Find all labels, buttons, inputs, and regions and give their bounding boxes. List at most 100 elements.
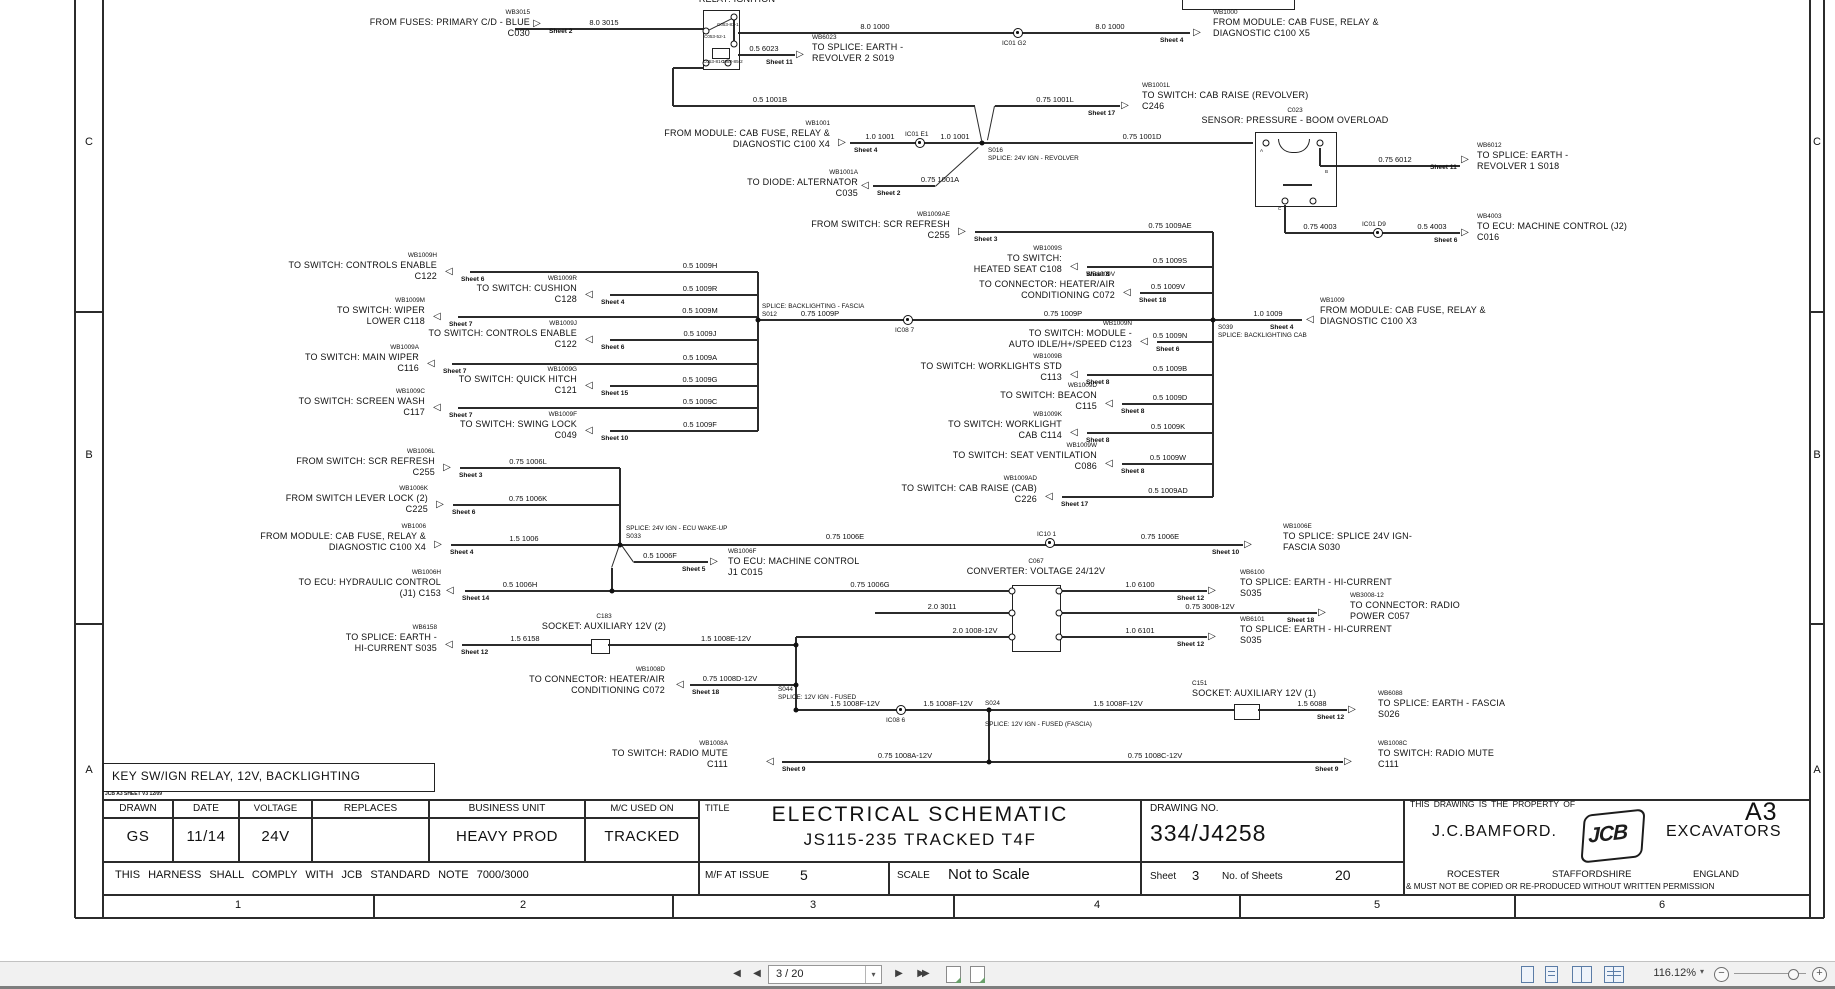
- sheet-arrow-icon: ◁: [1105, 458, 1113, 469]
- snapshot-icon[interactable]: [946, 966, 961, 983]
- zoom-out-button[interactable]: −: [1714, 967, 1729, 982]
- callout-label: TO SWITCH: CUSHION C128: [476, 283, 577, 304]
- continuous-view-icon[interactable]: [1545, 966, 1558, 983]
- wire: [1087, 266, 1213, 268]
- sheets-total-label: No. of Sheets: [1222, 871, 1283, 882]
- wire-label: 0.5 1009S: [1152, 256, 1188, 265]
- jcb-logo: JCB: [1580, 808, 1646, 864]
- zoom-in-button[interactable]: +: [1812, 967, 1827, 982]
- harness-ref-label: WB1008D: [635, 666, 665, 673]
- wire: [634, 561, 708, 563]
- paper-size: A3: [1745, 798, 1778, 826]
- harness-ref-label: WB1006H: [411, 569, 441, 576]
- zoom-slider-handle[interactable]: [1788, 969, 1799, 980]
- sheet-arrow-icon: ◁: [1045, 491, 1053, 502]
- wire-label: 1.0 6101: [1125, 626, 1155, 635]
- sheet-arrow-icon: ▷: [838, 137, 846, 148]
- sheet-reference: Sheet 2: [549, 28, 573, 35]
- wire: [610, 294, 758, 296]
- sheet-reference: Sheet 6: [461, 276, 485, 283]
- header-drawing-no: DRAWING NO.: [1150, 803, 1219, 814]
- harness-ref-label: WB1009N: [1102, 320, 1132, 327]
- page-dropdown-caret[interactable]: ▾: [865, 966, 881, 983]
- wire: [75, 623, 103, 625]
- wire-label: 0.75 1009P: [1043, 309, 1083, 318]
- header-voltage: VOLTAGE: [253, 803, 298, 814]
- zone-letter: C: [85, 136, 93, 148]
- sheet-reference: Sheet 7: [449, 321, 473, 328]
- sheet-reference: Sheet 17: [1088, 110, 1116, 117]
- wire-label: 0.5 1001B: [752, 95, 788, 104]
- wire-label: 0.75 1008D-12V: [702, 674, 758, 683]
- harness-ref-label: WB1009H: [407, 252, 437, 259]
- wire-label: 8.0 1000: [1095, 22, 1125, 31]
- wire: [873, 185, 935, 187]
- wire: [621, 545, 634, 563]
- callout-label: FROM MODULE: CAB FUSE, RELAY & DIAGNOSTI…: [664, 128, 830, 149]
- component-pin-label: C053-81-1: [703, 59, 725, 64]
- wire: [738, 32, 1190, 34]
- harness-ref-label: WB1009S: [1033, 245, 1062, 252]
- sheet-arrow-icon: ◁: [1140, 336, 1148, 347]
- wire: [1087, 374, 1213, 376]
- wire-label: 2.0 1008-12V: [952, 626, 998, 635]
- two-page-view-icon[interactable]: [1572, 966, 1592, 983]
- wire: [1059, 612, 1317, 614]
- sheet-arrow-icon: ▷: [434, 539, 442, 550]
- wire: [608, 644, 796, 646]
- wire: [1320, 165, 1335, 167]
- callout-label: TO SPLICE: EARTH - HI-CURRENT S035: [1240, 577, 1392, 598]
- harness-ref-label: WB4003: [1477, 213, 1502, 220]
- drawing-subtitle: JS115-235 TRACKED T4F: [803, 830, 1037, 849]
- continuous-facing-view-icon[interactable]: [1604, 966, 1624, 983]
- wire: [74, 0, 76, 918]
- single-page-view-icon[interactable]: [1521, 966, 1534, 983]
- wire-label: 0.5 1009A: [682, 353, 718, 362]
- pages-overview-icon[interactable]: [970, 966, 985, 983]
- zone-letter: B: [1813, 449, 1821, 461]
- wire-label: 1.5 1008F-12V: [830, 699, 880, 708]
- previous-page-button[interactable]: ◀: [753, 968, 761, 979]
- harness-ref-label: WB6023: [812, 34, 837, 41]
- callout-label: TO ECU: HYDRAULIC CONTROL (J1) C153: [298, 577, 441, 598]
- wire: [673, 105, 975, 107]
- harness-ref-label: WB6158: [412, 624, 437, 631]
- terminal-pin: [702, 27, 710, 35]
- splice-label: SPLICE: BACKLIGHTING - FASCIA S012: [762, 303, 865, 318]
- sheet-arrow-icon: ▷: [436, 499, 444, 510]
- wire-label: 0.5 4003: [1417, 222, 1447, 231]
- wire: [1514, 895, 1516, 918]
- zone-number: 5: [1373, 899, 1381, 911]
- component-box: [591, 639, 610, 654]
- last-page-button[interactable]: ▶▶: [917, 968, 929, 979]
- mf-issue-value: 5: [800, 867, 808, 883]
- wire: [1810, 311, 1824, 313]
- callout-label: TO SPLICE: EARTH - HI-CURRENT S035: [1240, 624, 1392, 645]
- sheet-reference: Sheet 12: [1177, 641, 1205, 648]
- wire: [758, 319, 1213, 321]
- wire-label: 1.5 6158: [510, 634, 540, 643]
- sheet-arrow-icon: ◁: [445, 266, 453, 277]
- wire: [888, 862, 890, 895]
- page-number-input[interactable]: 3 / 20 ▾: [768, 965, 882, 984]
- callout-label: TO SWITCH: MODULE - AUTO IDLE/H+/SPEED C…: [1008, 328, 1132, 349]
- splice-dot: [793, 707, 799, 713]
- zoom-preset-caret[interactable]: ▾: [1700, 967, 1705, 976]
- zoom-slider[interactable]: [1734, 973, 1806, 974]
- callout-label: TO DIODE: ALTERNATOR C035: [747, 177, 858, 198]
- harness-ref-label: WB1008A: [699, 740, 728, 747]
- previous-view-button[interactable]: ◀: [733, 968, 741, 979]
- next-page-button[interactable]: ▶: [895, 968, 903, 979]
- wire: [875, 612, 1012, 614]
- harness-ref-label: WB1001: [805, 120, 830, 127]
- wire-label: 0.5 1009M: [682, 306, 718, 315]
- zoom-percent[interactable]: 116.12%: [1653, 967, 1696, 979]
- component-pin-label: C: [1278, 206, 1282, 211]
- wire: [672, 68, 674, 106]
- page-number-value[interactable]: 3 / 20: [776, 968, 804, 980]
- harness-ref-label: WB1009A: [390, 344, 419, 351]
- wire: [795, 637, 797, 710]
- component-pin-label: C053-83-1: [717, 22, 739, 27]
- sheet-arrow-icon: ◁: [585, 334, 593, 345]
- splice-dot: [793, 682, 799, 688]
